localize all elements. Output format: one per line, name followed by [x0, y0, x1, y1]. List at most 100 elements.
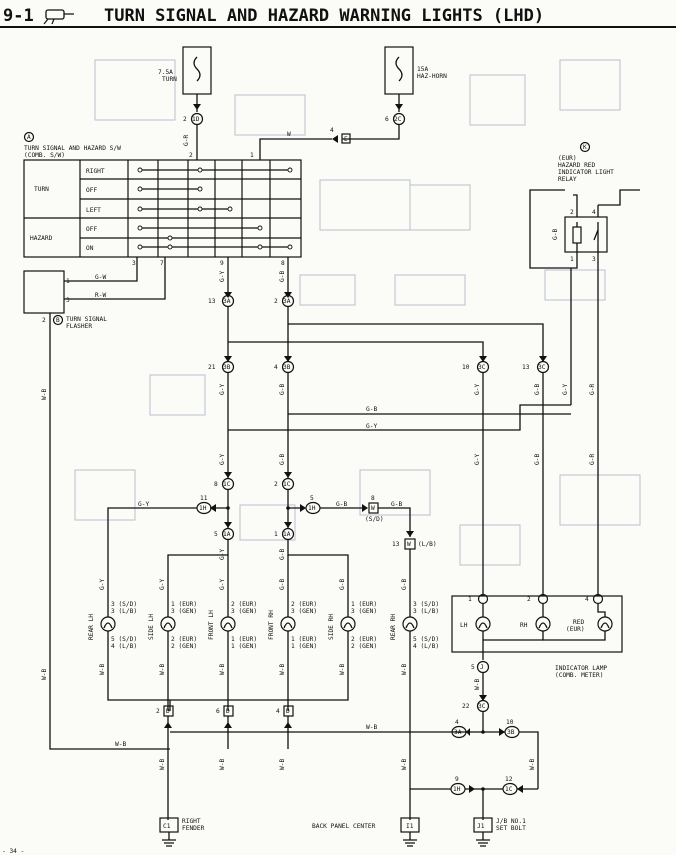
fuse-turn — [182, 46, 212, 95]
svg-text:2 (GEN): 2 (GEN) — [351, 643, 377, 650]
relay-pin-3: 3 — [592, 256, 596, 263]
wire-label-g-b-9: G-B — [401, 579, 408, 590]
switch-subtitle: (COMB. S/W) — [24, 152, 65, 159]
conn-j-pin: 5 — [471, 664, 475, 671]
meter-pin-2: 2 — [527, 596, 531, 603]
svg-text:3 (S/D): 3 (S/D) — [111, 601, 137, 608]
switch-pin-2: 2 — [189, 152, 193, 159]
wire-label-g-b-3: G-B — [534, 454, 541, 465]
switch-pos-left: LEFT — [86, 207, 101, 214]
conn-3b-right-id: 3B — [283, 364, 291, 371]
wire-label-g-y-4: G-Y — [562, 384, 569, 395]
meter-lh-lamp: LH — [460, 604, 491, 660]
fuse-turn-element — [193, 56, 201, 82]
arrow-1c-left — [224, 472, 232, 478]
svg-text:RIGHT: RIGHT — [182, 818, 201, 825]
wire-label-w-b-3: W-B — [115, 741, 126, 748]
wire-label-w-1: W — [287, 131, 291, 138]
conn-1h-lower-id: 1H — [453, 786, 461, 793]
svg-text:5 (S/D): 5 (S/D) — [111, 636, 137, 643]
lamp-side-lh: SIDE LH 1 (EUR)3 (GEN) 2 (EUR)2 (GEN) W-… — [148, 601, 197, 711]
svg-text:SIDE RH: SIDE RH — [328, 614, 335, 640]
conn-3c-right — [536, 360, 550, 374]
wire-label-g-b-5: G-B — [279, 454, 286, 465]
switch-pos-off-1: OFF — [86, 187, 97, 194]
fuse-haz-element — [395, 56, 403, 82]
svg-text:4 (L/B): 4 (L/B) — [111, 643, 137, 650]
relay-ref: K — [583, 144, 587, 151]
flasher-ref-circle — [52, 314, 64, 326]
conn-3c-lower-pin: 22 — [462, 703, 470, 710]
conn-1d-pin: 2 — [183, 116, 187, 123]
conn-w-id: W — [371, 505, 375, 512]
conn-1d — [190, 112, 204, 126]
flasher-pin-2: 2 — [42, 317, 46, 324]
lamp-side-rh: SIDE RH 1 (EUR)3 (GEN) 2 (EUR)2 (GEN) W-… — [328, 601, 377, 690]
conn-1d-id: 1D — [192, 116, 200, 123]
conn-1a-left-pin: 5 — [214, 531, 218, 538]
switch-pos-right: RIGHT — [86, 168, 105, 175]
svg-text:SIDE LH: SIDE LH — [148, 614, 155, 640]
fuse-haz-name: HAZ-HORN — [417, 73, 447, 80]
conn-1h-left-id: 1H — [199, 505, 207, 512]
wire-g-y-to-3c — [228, 341, 484, 362]
wire-label-g-b-12: G-B — [279, 549, 286, 560]
wire-label-g-y-2: G-Y — [474, 384, 481, 395]
conn-w-pin: 8 — [371, 495, 375, 502]
svg-text:W-B: W-B — [99, 664, 106, 675]
wire-g-y-side-lh — [167, 540, 229, 612]
wire-label-g-b-8: G-B — [391, 501, 402, 508]
wire-label-w-b-6: W-B — [529, 759, 536, 770]
svg-text:W-B: W-B — [401, 759, 408, 770]
conn-e — [341, 133, 351, 144]
wire-w-haz — [342, 125, 400, 140]
svg-text:6: 6 — [216, 708, 220, 715]
conn-3a-left — [221, 294, 235, 308]
wire-g-y-cross — [228, 404, 571, 431]
wire-label-g-b-10: G-B — [279, 579, 286, 590]
arrow-e — [332, 135, 338, 143]
svg-text:W-B: W-B — [159, 664, 166, 675]
turn-hazard-switch: A TURN SIGNAL AND HAZARD S/W (COMB. S/W)… — [23, 131, 302, 258]
relay-line-3: INDICATOR LIGHT — [558, 169, 614, 176]
svg-text:2 (EUR): 2 (EUR) — [171, 636, 197, 643]
conn-w-lower-pin: 13 — [392, 541, 400, 548]
page-number: - 34 - — [2, 848, 24, 855]
wire-label-g-y-6: G-Y — [219, 454, 226, 465]
flasher-title: TURN SIGNAL — [66, 316, 107, 323]
conn-1c-left — [221, 477, 235, 491]
svg-text:RH: RH — [520, 622, 528, 629]
wire-label-w-b-2: W-B — [41, 669, 48, 680]
conn-2c-pin: 6 — [385, 116, 389, 123]
wire-label-g-b-6: G-B — [366, 406, 377, 413]
arrow-1d — [193, 104, 201, 110]
wire-g-b-side-rh — [287, 540, 349, 612]
svg-text:FRONT LH: FRONT LH — [208, 610, 215, 640]
conn-1h-lower-pin: 9 — [455, 776, 459, 783]
arrow-1c-right — [284, 472, 292, 478]
lamp-rear-lh: REAR LH 3 (S/D)3 (L/B) 5 (S/D)4 (L/B) W-… — [88, 601, 137, 690]
svg-text:1 (GEN): 1 (GEN) — [291, 643, 317, 650]
background-ghost — [74, 59, 641, 566]
flasher-pin-3: 3 — [66, 297, 70, 304]
conn-3b-left-id: 3B — [223, 364, 231, 371]
wire-label-g-r-1: G-R — [183, 135, 190, 146]
conn-3c-right-id: 3C — [538, 364, 546, 371]
switch-pin-3: 3 — [132, 260, 136, 267]
switch-pin-8: 8 — [281, 260, 285, 267]
svg-text:BACK PANEL CENTER: BACK PANEL CENTER — [312, 823, 376, 830]
switch-pin-1: 1 — [250, 152, 254, 159]
conn-w-sd: (S/D) — [365, 516, 384, 523]
switch-pin-7: 7 — [160, 260, 164, 267]
conn-3a-left-id: 3A — [223, 298, 231, 305]
svg-text:1 (GEN): 1 (GEN) — [231, 643, 257, 650]
conn-3a-right — [281, 294, 295, 308]
flasher-ref: B — [56, 317, 60, 324]
conn-3b-left — [221, 360, 235, 374]
wire-g-w — [64, 257, 138, 282]
wire-r-w — [64, 257, 166, 300]
conn-3b-lower-id: 3B — [507, 729, 515, 736]
svg-text:4: 4 — [276, 708, 280, 715]
conn-1c-right — [281, 477, 295, 491]
